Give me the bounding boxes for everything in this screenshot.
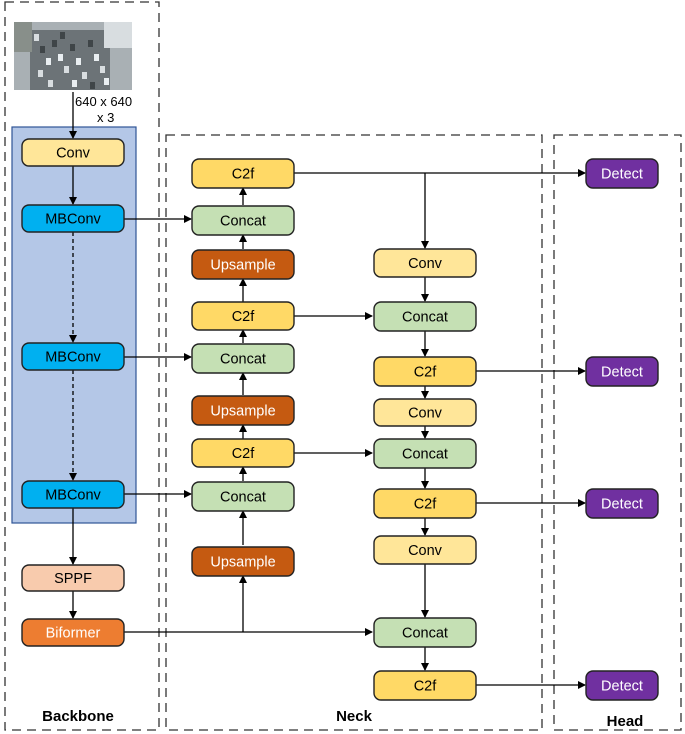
neck-concat-r2-node: Concat <box>373 438 477 469</box>
car-shape <box>90 82 95 89</box>
neck-conv-r2-node: Conv <box>373 398 477 427</box>
input-size-label-line2: x 3 <box>97 110 114 125</box>
neck-upsample-3-label: Upsample <box>210 555 275 571</box>
backbone-mbconv-2-node: MBConv <box>21 342 125 371</box>
head-section-frame <box>553 134 682 731</box>
car-shape <box>104 78 109 85</box>
neck-section-label: Neck <box>336 708 373 725</box>
neck-c2f-r3-label: C2f <box>414 679 438 695</box>
neck-c2f-top-label: C2f <box>232 167 256 183</box>
input-size-label-line1: 640 x 640 <box>75 94 132 109</box>
neck-concat-3-label: Concat <box>220 490 266 506</box>
backbone-sppf-label: SPPF <box>54 571 92 587</box>
neck-concat-2-node: Concat <box>191 343 295 374</box>
neck-upsample-1-label: Upsample <box>210 258 275 274</box>
neck-upsample-1-node: Upsample <box>191 249 295 280</box>
backbone-section-frame <box>4 1 160 731</box>
neck-upsample-2-label: Upsample <box>210 404 275 420</box>
car-shape <box>88 40 93 47</box>
backbone-conv-node: Conv <box>21 138 125 167</box>
backbone-mbconv-1-node: MBConv <box>21 204 125 233</box>
neck-concat-1-label: Concat <box>220 214 266 230</box>
neck-c2f-2-node: C2f <box>191 301 295 331</box>
backbone-mbconv-3-node: MBConv <box>21 480 125 509</box>
car-shape <box>38 70 43 77</box>
neck-conv-r2-label: Conv <box>408 406 443 422</box>
neck-upsample-2-node: Upsample <box>191 395 295 426</box>
neck-conv-r3-label: Conv <box>408 543 443 559</box>
neck-conv-r1-label: Conv <box>408 256 443 272</box>
backbone-mbconv-3-label: MBConv <box>45 488 101 504</box>
car-shape <box>60 32 65 39</box>
head-detect-3-label: Detect <box>601 497 643 513</box>
head-detect-4-label: Detect <box>601 679 643 695</box>
neck-concat-r2-label: Concat <box>402 447 448 463</box>
head-detect-1-node: Detect <box>585 158 659 189</box>
car-shape <box>46 58 51 65</box>
car-shape <box>72 80 77 87</box>
neck-c2f-3-label: C2f <box>232 446 256 462</box>
neck-concat-r1-label: Concat <box>402 310 448 326</box>
car-shape <box>58 54 63 61</box>
neck-concat-r3-node: Concat <box>373 617 477 648</box>
neck-conv-r1-node: Conv <box>373 248 477 278</box>
backbone-mbconv-1-label: MBConv <box>45 212 101 228</box>
neck-upsample-3-node: Upsample <box>191 546 295 577</box>
neck-concat-3-node: Concat <box>191 481 295 512</box>
input-image <box>14 22 132 90</box>
backbone-mbconv-2-label: MBConv <box>45 350 101 366</box>
backbone-conv-label: Conv <box>56 146 91 162</box>
car-shape <box>82 72 87 79</box>
car-shape <box>76 58 81 65</box>
neck-c2f-r3-node: C2f <box>373 670 477 701</box>
car-shape <box>70 44 75 51</box>
neck-c2f-r1-label: C2f <box>414 365 438 381</box>
neck-c2f-r2-label: C2f <box>414 497 438 513</box>
neck-concat-r1-node: Concat <box>373 301 477 332</box>
car-shape <box>34 34 39 41</box>
neck-c2f-r2-node: C2f <box>373 488 477 519</box>
backbone-sppf-node: SPPF <box>21 564 125 592</box>
neck-c2f-2-label: C2f <box>232 309 256 325</box>
neck-conv-r3-node: Conv <box>373 535 477 565</box>
connectors <box>69 92 586 689</box>
car-shape <box>48 80 53 87</box>
head-detect-2-node: Detect <box>585 356 659 387</box>
car-shape <box>100 66 105 73</box>
head-detect-1-label: Detect <box>601 167 643 183</box>
car-shape <box>94 54 99 61</box>
car-shape <box>40 46 45 53</box>
neck-c2f-top-node: C2f <box>191 158 295 189</box>
neck-section-frame <box>165 134 543 731</box>
neck-concat-r3-label: Concat <box>402 626 448 642</box>
neck-c2f-3-node: C2f <box>191 438 295 468</box>
neck-concat-1-node: Concat <box>191 205 295 236</box>
car-shape <box>52 40 57 47</box>
backbone-section-label: Backbone <box>42 708 114 725</box>
head-detect-4-node: Detect <box>585 670 659 701</box>
head-section-label: Head <box>607 713 644 730</box>
neck-concat-2-label: Concat <box>220 352 266 368</box>
backbone-biformer-label: Biformer <box>46 626 101 642</box>
car-shape <box>64 66 69 73</box>
neck-c2f-r1-node: C2f <box>373 356 477 387</box>
backbone-panel <box>11 126 137 524</box>
backbone-biformer-node: Biformer <box>21 618 125 647</box>
head-detect-3-node: Detect <box>585 488 659 519</box>
head-detect-2-label: Detect <box>601 365 643 381</box>
